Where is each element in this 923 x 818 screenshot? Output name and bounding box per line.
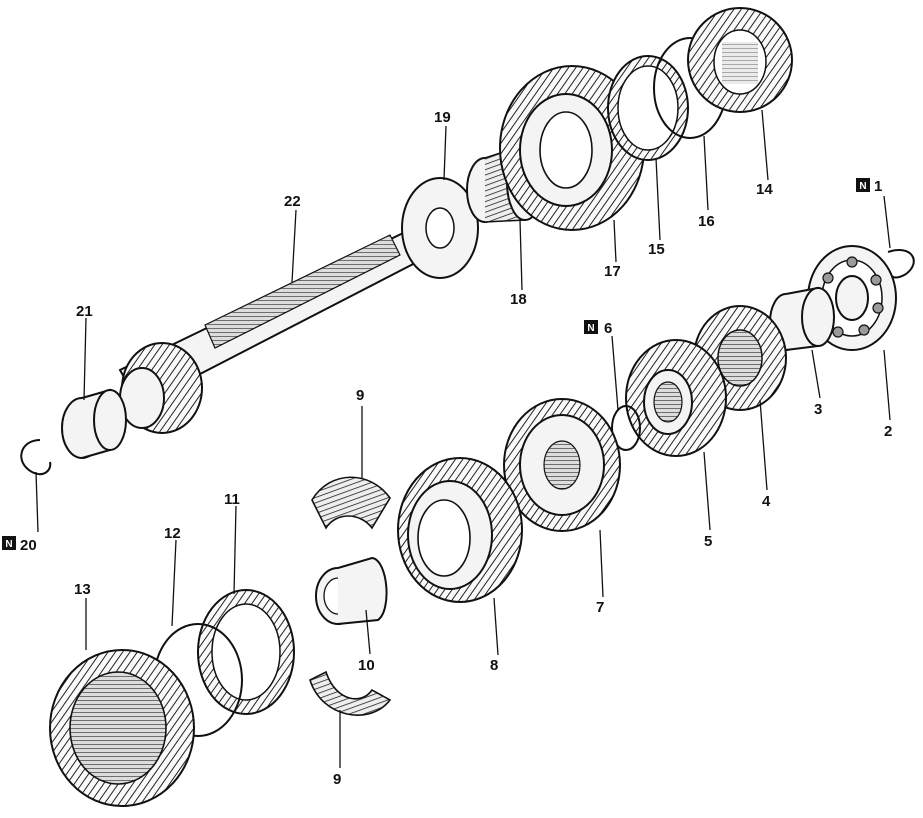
callout-16: 16 bbox=[698, 213, 715, 230]
sleeve-13 bbox=[49, 649, 195, 807]
synchro-ring-11 bbox=[197, 589, 295, 715]
callout-9-lower: 9 bbox=[333, 771, 341, 788]
bushing-21 bbox=[61, 388, 127, 459]
svg-text:N: N bbox=[859, 181, 866, 192]
needle-bearing-9-lower bbox=[309, 670, 392, 716]
svg-text:1: 1 bbox=[874, 178, 882, 195]
callout-15: 15 bbox=[648, 241, 665, 258]
callout-18: 18 bbox=[510, 291, 527, 308]
svg-text:20: 20 bbox=[20, 537, 37, 554]
gear-8 bbox=[397, 457, 523, 603]
callout-8: 8 bbox=[490, 657, 498, 674]
snap-ring-6 bbox=[611, 405, 641, 451]
callout-14: 14 bbox=[756, 181, 773, 198]
svg-text:6: 6 bbox=[604, 320, 612, 337]
callout-10: 10 bbox=[358, 657, 375, 674]
gear-5 bbox=[625, 339, 727, 457]
gear-7 bbox=[503, 398, 621, 532]
callout-1: N 1 bbox=[856, 178, 882, 195]
main-shaft bbox=[118, 218, 452, 434]
callout-11: 11 bbox=[224, 491, 240, 508]
leader-lines bbox=[35, 109, 891, 768]
callout-7: 7 bbox=[596, 599, 604, 616]
svg-text:N: N bbox=[5, 539, 12, 550]
callout-12: 12 bbox=[164, 525, 181, 542]
callout-9-upper: 9 bbox=[356, 387, 364, 404]
callout-5: 5 bbox=[704, 533, 712, 550]
callout-20: N 20 bbox=[2, 536, 37, 554]
callout-2: 2 bbox=[884, 423, 892, 440]
callout-4: 4 bbox=[762, 493, 771, 510]
callout-21: 21 bbox=[76, 303, 93, 320]
callout-13: 13 bbox=[74, 581, 91, 598]
svg-text:N: N bbox=[587, 323, 594, 334]
callout-17: 17 bbox=[604, 263, 621, 280]
callout-6: N 6 bbox=[584, 320, 612, 337]
thrust-washer-19 bbox=[401, 177, 479, 279]
callout-22: 22 bbox=[284, 193, 301, 210]
synchro-ring-15 bbox=[607, 55, 689, 161]
callout-3: 3 bbox=[814, 401, 822, 418]
circlip-20 bbox=[20, 439, 52, 476]
callout-19: 19 bbox=[434, 109, 451, 126]
needle-bearing-9-upper bbox=[311, 476, 391, 530]
synchro-hub-14 bbox=[687, 7, 793, 113]
sleeve-3 bbox=[769, 286, 835, 351]
bushing-10 bbox=[315, 556, 388, 625]
